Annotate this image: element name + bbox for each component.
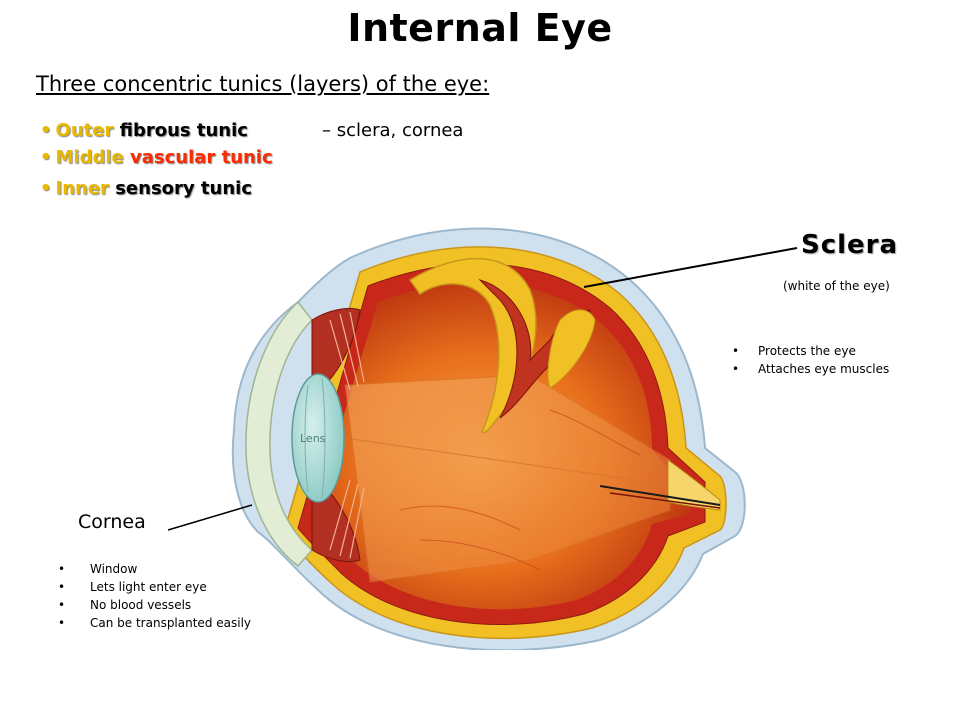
lens-shape (291, 373, 345, 503)
optic-vessel (599, 485, 721, 506)
cornea-leader-line (167, 504, 253, 531)
optic-vessel (609, 492, 721, 509)
tunic-name: sensory tunic (115, 178, 252, 199)
cornea-label: Cornea (78, 511, 146, 533)
sclera-leader-line (583, 247, 798, 288)
list-item: No blood vessels (90, 596, 251, 614)
list-item: Protects the eye (758, 342, 889, 360)
vitreous-edge-line (344, 437, 671, 486)
tunic-inner: •Inner sensory tunic (40, 178, 252, 199)
bullet: • (40, 120, 52, 141)
ciliary-folds (329, 311, 365, 559)
list-item: Can be transplanted easily (90, 614, 251, 632)
tunic-prefix: Outer (55, 120, 114, 141)
tunic-name: vascular tunic (130, 147, 273, 168)
tunic-name: fibrous tunic (119, 120, 248, 141)
cut-edge-wall (547, 309, 596, 389)
tunic-prefix: Inner (55, 178, 109, 199)
lens-contour (304, 377, 326, 499)
sclera-facts-list: Protects the eye Attaches eye muscles (758, 342, 889, 378)
tunic-middle: •Middle vascular tunic (40, 147, 273, 168)
tunic-outer: •Outer fibrous tunic (40, 120, 248, 141)
retinal-vessels (399, 409, 641, 571)
subtitle: Three concentric tunics (layers) of the … (36, 72, 490, 96)
bullet: • (40, 147, 52, 168)
bullet: • (40, 178, 52, 199)
list-item: Window (90, 560, 251, 578)
sclera-sublabel: (white of the eye) (783, 279, 890, 293)
outer-tunic-note: – sclera, cornea (322, 120, 464, 141)
lens-label: Lens (300, 432, 326, 445)
eye-cross-section-illustration: Lens (231, 227, 746, 650)
list-item: Attaches eye muscles (758, 360, 889, 378)
list-item: Lets light enter eye (90, 578, 251, 596)
cornea-facts-list: Window Lets light enter eye No blood ves… (90, 560, 251, 632)
cornea-layer (245, 300, 314, 568)
ciliary-body-lower (311, 485, 361, 563)
page-title: Internal Eye (347, 6, 613, 50)
sclera-label: Sclera (801, 230, 899, 260)
tunic-prefix: Middle (55, 147, 124, 168)
